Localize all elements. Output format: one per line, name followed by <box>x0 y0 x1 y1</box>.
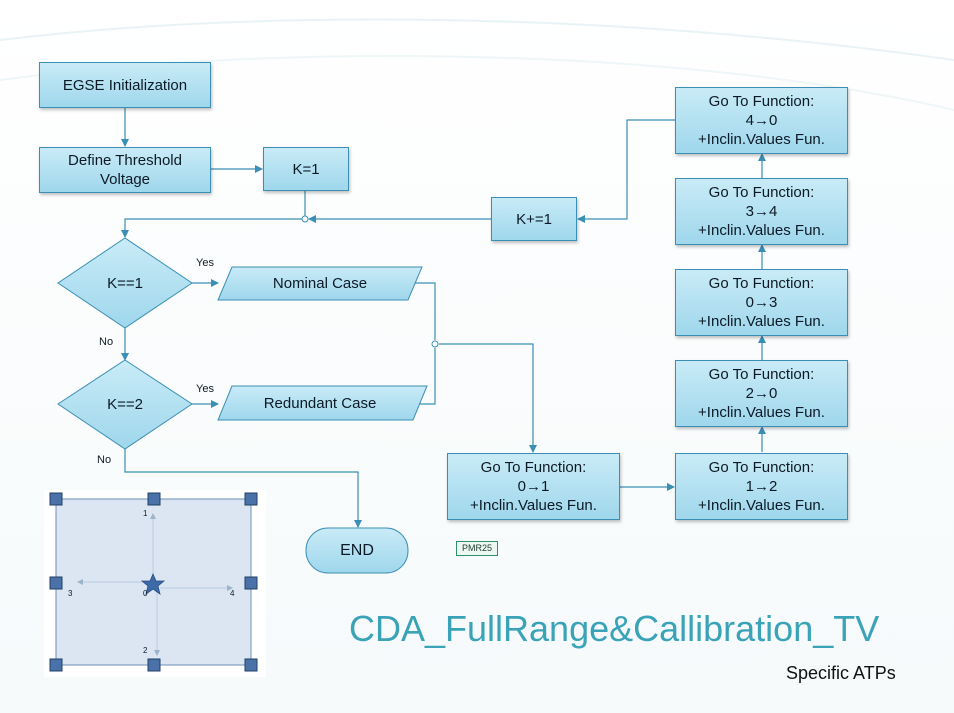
junction-1 <box>301 215 309 223</box>
connectors <box>121 108 766 528</box>
decision-k1-label: K==1 <box>107 274 143 292</box>
egse-init-label: EGSE Initialization <box>62 76 188 94</box>
func-1-2-box[interactable]: Go To Function: 1→2 +Inclin.Values Fun. <box>675 453 848 520</box>
define-threshold-label: Define Threshold Voltage <box>68 152 182 188</box>
func-3-4-label: Go To Function: 3→4 +Inclin.Values Fun. <box>698 184 825 239</box>
func-1-2-label: Go To Function: 1→2 +Inclin.Values Fun. <box>698 459 825 514</box>
end-terminator[interactable]: END <box>306 528 408 573</box>
position-label-4: 4 <box>230 589 235 598</box>
position-label-3: 3 <box>68 589 73 598</box>
slide-title: CDA_FullRange&Callibration_TV <box>349 608 880 649</box>
func-2-0-label: Go To Function: 2→0 +Inclin.Values Fun. <box>698 366 825 421</box>
k-equals-1-label: K=1 <box>292 160 320 178</box>
nominal-case-label: Nominal Case <box>272 274 368 292</box>
decision-k2[interactable]: K==2 <box>75 391 175 417</box>
func-0-3-label: Go To Function: 0→3 +Inclin.Values Fun. <box>698 275 825 330</box>
position-label-1: 1 <box>143 509 148 518</box>
func-0-1-label: Go To Function: 0→1 +Inclin.Values Fun. <box>470 459 597 514</box>
k-equals-1-box[interactable]: K=1 <box>263 147 349 191</box>
junction-2 <box>431 340 439 348</box>
position-label-2: 2 <box>143 646 148 655</box>
func-3-4-box[interactable]: Go To Function: 3→4 +Inclin.Values Fun. <box>675 178 848 245</box>
decision-k2-label: K==2 <box>107 395 143 413</box>
pmr-tag[interactable]: PMR25 <box>456 541 498 556</box>
position-diagram <box>44 490 266 677</box>
no-label-k1: No <box>99 336 114 348</box>
func-2-0-box[interactable]: Go To Function: 2→0 +Inclin.Values Fun. <box>675 360 848 427</box>
decision-k2-shape <box>57 359 193 450</box>
end-shape <box>305 527 409 574</box>
define-threshold-box[interactable]: Define Threshold Voltage <box>39 147 211 193</box>
no-label-k2: No <box>97 454 112 466</box>
end-label: END <box>340 542 374 559</box>
func-4-0-label: Go To Function: 4→0 +Inclin.Values Fun. <box>698 93 825 148</box>
egse-init-box[interactable]: EGSE Initialization <box>39 62 211 108</box>
k-increment-box[interactable]: K+=1 <box>491 197 577 241</box>
decision-k1[interactable]: K==1 <box>75 270 175 296</box>
redundant-case-label: Redundant Case <box>263 394 377 412</box>
k-increment-label: K+=1 <box>516 210 552 228</box>
nominal-case[interactable]: Nominal Case <box>225 270 415 296</box>
func-0-1-box[interactable]: Go To Function: 0→1 +Inclin.Values Fun. <box>447 453 620 520</box>
slide-subtitle: Specific ATPs <box>786 663 896 683</box>
redundant-case-shape <box>217 385 428 421</box>
func-4-0-box[interactable]: Go To Function: 4→0 +Inclin.Values Fun. <box>675 87 848 154</box>
nominal-case-shape <box>217 266 423 301</box>
yes-label-k2: Yes <box>196 383 214 395</box>
decision-k1-shape <box>57 237 193 329</box>
position-label-0: 0 <box>143 589 148 598</box>
func-0-3-box[interactable]: Go To Function: 0→3 +Inclin.Values Fun. <box>675 269 848 336</box>
redundant-case[interactable]: Redundant Case <box>220 390 420 416</box>
yes-label-k1: Yes <box>196 257 214 269</box>
